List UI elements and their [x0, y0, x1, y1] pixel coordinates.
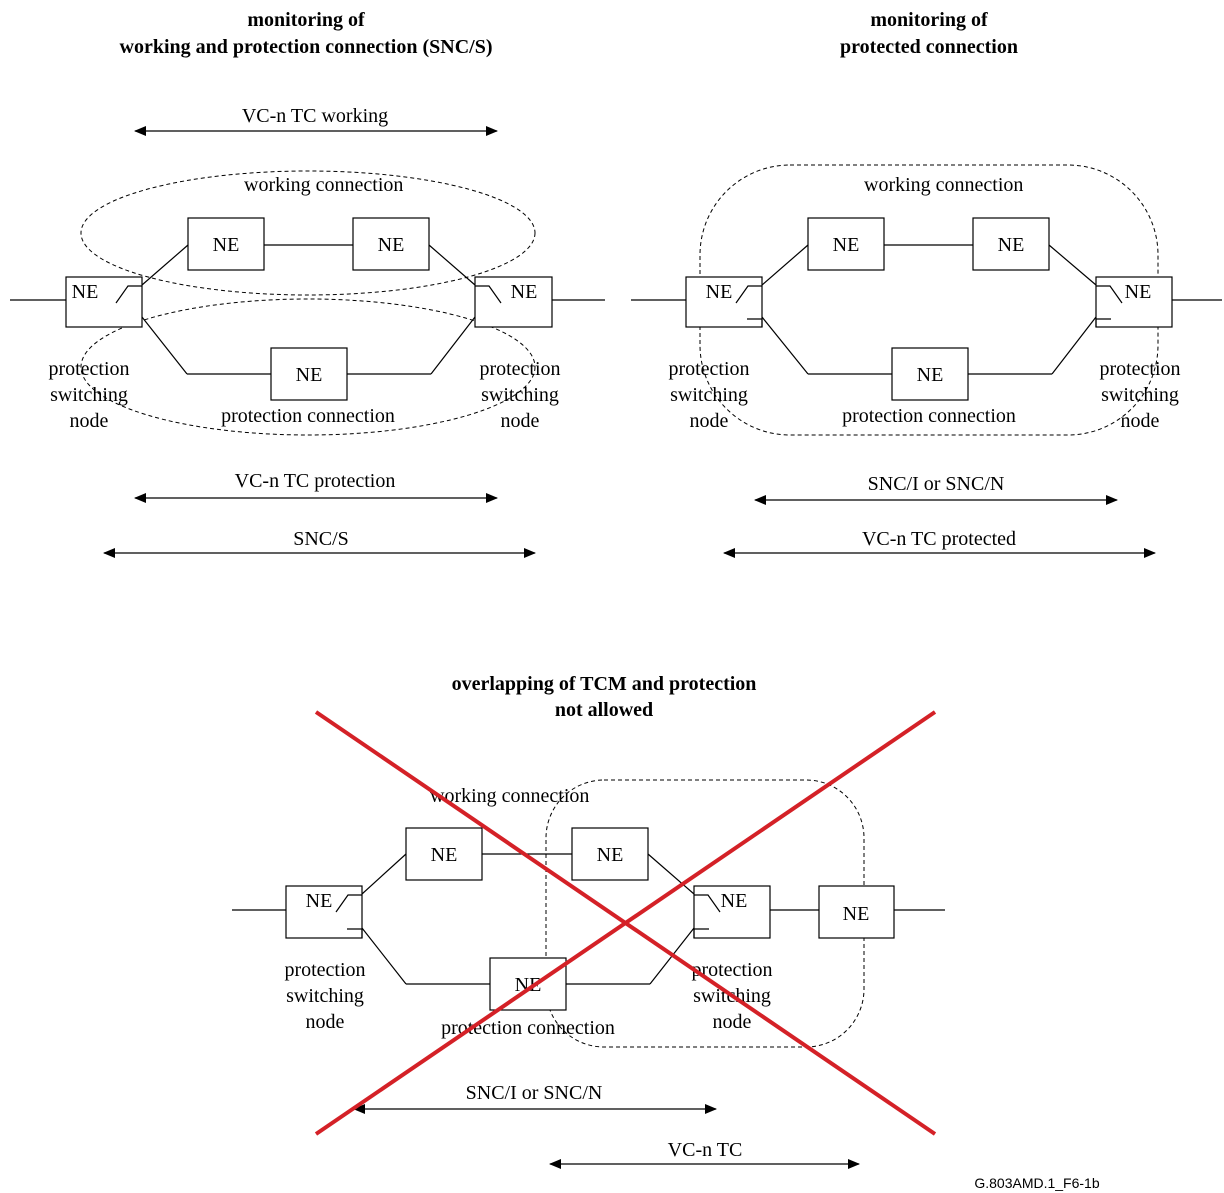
- svg-text:NE: NE: [378, 234, 405, 256]
- svg-text:protection: protection: [284, 959, 365, 981]
- right-protection-connection-label: protection connection: [842, 405, 1016, 427]
- svg-text:NE: NE: [998, 234, 1025, 256]
- bottom-ne-tc-end: [818, 885, 895, 939]
- left-switch-node-b: [474, 276, 553, 328]
- figure-reference: G.803AMD.1_F6-1b: [974, 1175, 1099, 1191]
- left-ne-working-2: [352, 217, 430, 271]
- left-panel: monitoring of working and protection con…: [10, 9, 605, 558]
- left-switch-node-a: [65, 276, 143, 328]
- left-sncs-label: SNC/S: [293, 528, 349, 550]
- right-ne-working-2: [972, 217, 1050, 271]
- left-ne-protection: [270, 347, 348, 401]
- left-working-ellipse: [80, 170, 536, 296]
- svg-text:switching: switching: [286, 985, 364, 1007]
- bottom-title-line1: overlapping of TCM and protection: [452, 673, 757, 695]
- bottom-ne-working-1: [405, 827, 483, 881]
- svg-text:switching: switching: [1101, 384, 1179, 406]
- svg-text:protection: protection: [668, 358, 749, 380]
- svg-text:NE: NE: [1125, 281, 1152, 303]
- svg-text:NE: NE: [515, 974, 542, 996]
- not-allowed-cross-line-2: [314, 710, 937, 1136]
- bottom-ne-protection: [489, 957, 567, 1011]
- right-tc-protected-label: VC-n TC protected: [862, 528, 1016, 550]
- bottom-title-line2: not allowed: [555, 699, 653, 721]
- svg-text:switching: switching: [670, 384, 748, 406]
- bottom-tc-label: VC-n TC: [668, 1139, 743, 1161]
- right-ne-protection: [891, 347, 969, 401]
- right-working-connection-label: working connection: [864, 174, 1023, 196]
- bottom-protection-connection-label: protection connection: [441, 1017, 615, 1039]
- bottom-working-connection-label: working connection: [430, 785, 589, 807]
- right-snci-label: SNC/I or SNC/N: [868, 473, 1005, 495]
- svg-text:NE: NE: [597, 844, 624, 866]
- svg-text:NE: NE: [721, 890, 748, 912]
- left-ne-working-1: [187, 217, 265, 271]
- svg-text:protection: protection: [1099, 358, 1180, 380]
- bottom-tc-region: [545, 779, 865, 1048]
- svg-text:NE: NE: [917, 364, 944, 386]
- left-protection-ellipse: [80, 298, 536, 436]
- left-ne-b-label: NE: [511, 281, 538, 303]
- svg-text:node: node: [70, 410, 109, 432]
- svg-text:node: node: [690, 410, 729, 432]
- svg-text:switching: switching: [481, 384, 559, 406]
- svg-text:node: node: [713, 1011, 752, 1033]
- svg-text:NE: NE: [431, 844, 458, 866]
- bottom-ne-working-2: [571, 827, 649, 881]
- right-switch-node-b: [1095, 276, 1173, 328]
- svg-text:protection: protection: [479, 358, 560, 380]
- svg-text:node: node: [501, 410, 540, 432]
- left-title-line2: working and protection connection (SNC/S…: [120, 36, 493, 58]
- svg-text:protection: protection: [48, 358, 129, 380]
- svg-text:NE: NE: [306, 890, 333, 912]
- svg-text:protection: protection: [691, 959, 772, 981]
- right-panel: monitoring of protected connection NE NE…: [631, 9, 1222, 558]
- left-switch-symbol-b: [475, 285, 502, 304]
- svg-text:NE: NE: [843, 903, 870, 925]
- left-tc-working-label: VC-n TC working: [242, 105, 388, 127]
- left-working-connection-label: working connection: [244, 174, 403, 196]
- bottom-snci-label: SNC/I or SNC/N: [466, 1082, 603, 1104]
- left-protection-connection-label: protection connection: [221, 405, 395, 427]
- right-ne-working-1: [807, 217, 885, 271]
- svg-text:NE: NE: [296, 364, 323, 386]
- bottom-panel: overlapping of TCM and protection not al…: [232, 673, 945, 1169]
- svg-text:switching: switching: [50, 384, 128, 406]
- right-title-line1: monitoring of: [870, 9, 988, 31]
- left-ne-a-label: NE: [72, 281, 99, 303]
- left-tc-protection-label: VC-n TC protection: [235, 470, 396, 492]
- svg-text:NE: NE: [833, 234, 860, 256]
- svg-text:node: node: [306, 1011, 345, 1033]
- svg-text:NE: NE: [213, 234, 240, 256]
- svg-text:NE: NE: [706, 281, 733, 303]
- left-switch-symbol-a: [115, 285, 142, 304]
- left-title-line1: monitoring of: [247, 9, 365, 31]
- svg-text:node: node: [1121, 410, 1160, 432]
- right-title-line2: protected connection: [840, 36, 1018, 58]
